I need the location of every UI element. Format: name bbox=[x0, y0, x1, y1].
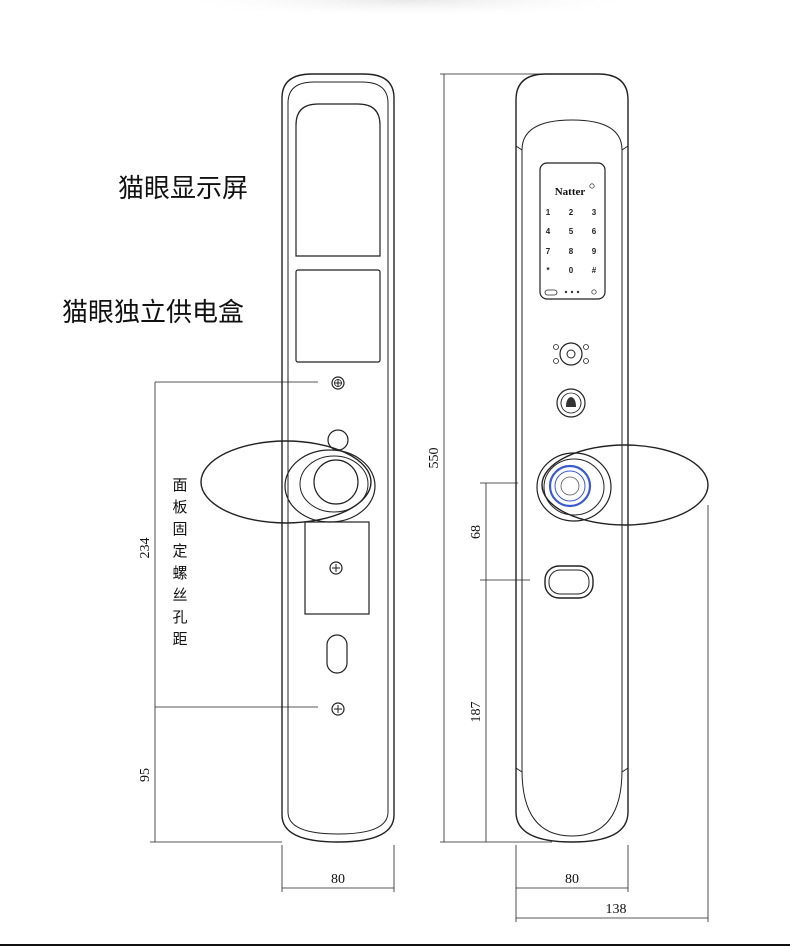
lock-plate bbox=[304, 521, 370, 615]
keypad-key: 9 bbox=[592, 247, 597, 256]
keypad-key: # bbox=[592, 266, 597, 275]
screw-bottom-icon bbox=[331, 702, 345, 716]
label-char: 螺 bbox=[172, 564, 188, 582]
front-lever-handle bbox=[541, 444, 709, 526]
dim-total-height: 550 bbox=[427, 448, 442, 469]
dim-handle-to-cylinder: 68 bbox=[469, 525, 484, 539]
label-peephole-power-box: 猫眼独立供电盒 bbox=[62, 298, 245, 328]
front-handle-rose bbox=[536, 452, 612, 522]
label-char: 固 bbox=[172, 520, 188, 538]
front-panel: Natter 1 2 3 4 5 6 7 8 9 * 0 # bbox=[515, 73, 709, 843]
peephole-screen-window bbox=[295, 103, 381, 257]
dim-cylinder-to-bottom: 187 bbox=[469, 702, 484, 723]
dim-front-width: 80 bbox=[331, 872, 345, 887]
keypad-key: 7 bbox=[546, 247, 551, 256]
front-dimensions bbox=[440, 73, 709, 922]
doorbell-icon bbox=[556, 388, 586, 418]
top-shadow bbox=[200, 0, 620, 30]
back-dimensions bbox=[150, 381, 395, 892]
back-panel bbox=[200, 73, 395, 843]
keypad-key: 3 bbox=[592, 208, 597, 217]
keypad-key: 1 bbox=[546, 208, 551, 217]
camera-icon bbox=[553, 342, 589, 366]
label-char: 孔 bbox=[172, 608, 188, 626]
dim-back-width: 80 bbox=[565, 872, 579, 887]
keypad-key: 8 bbox=[569, 247, 574, 256]
label-peephole-screen: 猫眼显示屏 bbox=[118, 174, 249, 204]
key-slot bbox=[326, 634, 348, 674]
brand-logo: Natter bbox=[555, 186, 586, 198]
back-handle-hub bbox=[313, 459, 359, 505]
label-char: 距 bbox=[172, 630, 188, 648]
label-char: 定 bbox=[172, 542, 188, 560]
keypad-key: 4 bbox=[546, 227, 551, 236]
keypad-key: 2 bbox=[569, 208, 574, 217]
keypad: 1 2 3 4 5 6 7 8 9 * 0 # bbox=[546, 208, 597, 275]
back-panel-inner bbox=[287, 81, 389, 835]
screw-top-icon bbox=[331, 376, 345, 390]
back-lever-handle bbox=[200, 440, 372, 524]
front-panel-inner bbox=[521, 119, 623, 837]
dim-bottom-offset: 95 bbox=[138, 768, 153, 782]
back-panel-outer bbox=[281, 73, 395, 843]
label-char: 面 bbox=[172, 476, 188, 494]
keypad-key: 5 bbox=[569, 227, 574, 236]
keypad-key: * bbox=[546, 266, 550, 275]
keypad-key: 0 bbox=[569, 266, 574, 275]
label-char: 板 bbox=[172, 498, 188, 516]
keypad-glass bbox=[539, 162, 606, 300]
label-screw-hole-distance: 面板固定螺丝孔距 bbox=[170, 474, 190, 650]
dim-screw-spacing: 234 bbox=[138, 538, 153, 559]
peephole-power-box bbox=[295, 269, 381, 363]
fingerprint-sensor-icon bbox=[548, 464, 592, 508]
screw-mid-icon bbox=[329, 561, 343, 575]
indicator-bar bbox=[544, 289, 558, 296]
keypad-key: 6 bbox=[592, 227, 597, 236]
label-char: 丝 bbox=[172, 586, 188, 604]
dim-handle-span: 138 bbox=[606, 902, 627, 917]
cylinder-cover bbox=[544, 565, 594, 599]
front-panel-outer bbox=[515, 73, 629, 843]
